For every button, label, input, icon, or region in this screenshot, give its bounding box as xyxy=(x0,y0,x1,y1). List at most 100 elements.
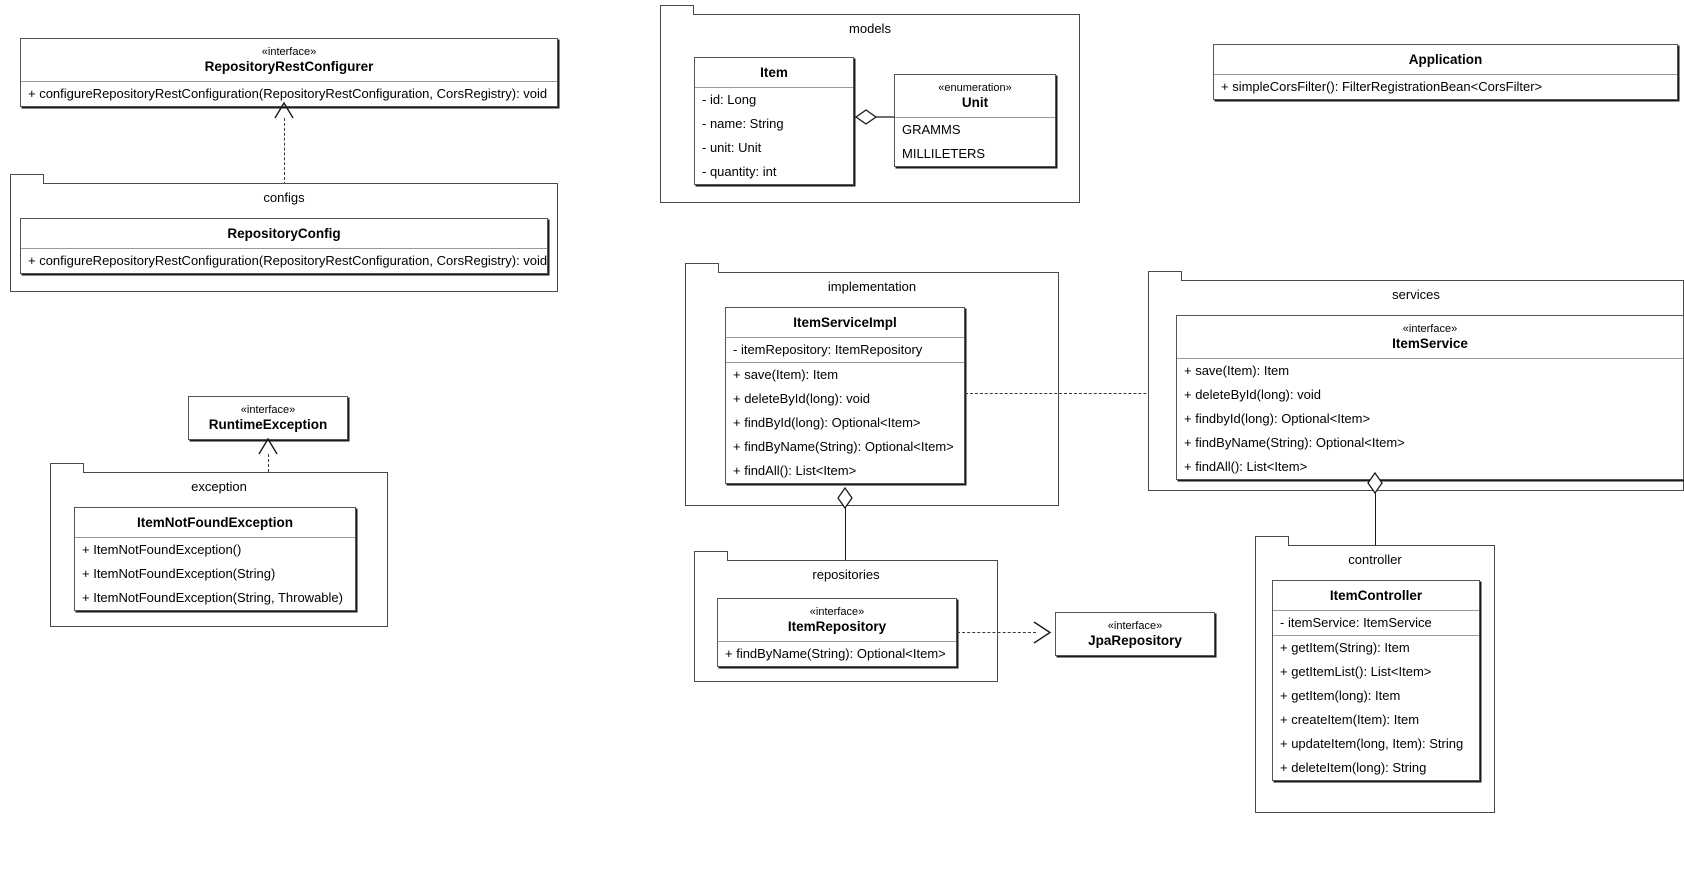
class-header: «interface» RepositoryRestConfigurer xyxy=(21,39,557,82)
realization-arrowhead-repositoryrestconfigurer xyxy=(274,101,294,119)
method-row: + findbyId(long): Optional<Item> xyxy=(1184,411,1371,426)
class-name: Unit xyxy=(961,95,989,110)
class-name: ItemNotFoundException xyxy=(137,515,293,530)
class-name: ItemService xyxy=(1392,336,1468,351)
attribute-row: - id: Long xyxy=(702,92,757,107)
method-row: + deleteItem(long): String xyxy=(1280,760,1427,775)
class-header: Item xyxy=(695,58,853,88)
class-unit-enumeration[interactable]: «enumeration» Unit GRAMMS MILLILETERS xyxy=(894,74,1056,167)
realization-arrowhead-runtimeexception xyxy=(258,437,278,455)
method-row: + save(Item): Item xyxy=(733,367,839,382)
method-row: + deleteById(long): void xyxy=(1184,387,1321,402)
realization-line-itemserviceimpl-itemservice xyxy=(965,393,1176,394)
method-compartment: + save(Item): Item + deleteById(long): v… xyxy=(726,363,964,483)
method-row: + findByName(String): Optional<Item> xyxy=(733,439,954,454)
method-row: + simpleCorsFilter(): FilterRegistration… xyxy=(1221,79,1543,94)
method-row: + findByName(String): Optional<Item> xyxy=(1184,435,1405,450)
enum-literal-row: GRAMMS xyxy=(902,122,961,137)
class-name: Item xyxy=(760,65,788,80)
package-title: repositories xyxy=(812,567,880,582)
class-application[interactable]: Application + simpleCorsFilter(): Filter… xyxy=(1213,44,1678,100)
class-name: Application xyxy=(1408,52,1483,67)
class-repository-config[interactable]: RepositoryConfig + configureRepositoryRe… xyxy=(20,218,548,274)
method-row: + configureRepositoryRestConfiguration(R… xyxy=(28,253,548,268)
package-tab-icon xyxy=(10,174,44,184)
package-title: models xyxy=(849,21,891,36)
method-row: + createItem(Item): Item xyxy=(1280,712,1420,727)
class-name: RepositoryRestConfigurer xyxy=(204,59,374,74)
class-header: ItemNotFoundException xyxy=(75,508,355,538)
attribute-compartment: - itemService: ItemService xyxy=(1273,611,1479,636)
package-title: controller xyxy=(1348,552,1402,567)
attribute-row: - itemRepository: ItemRepository xyxy=(733,342,923,357)
class-header: «enumeration» Unit xyxy=(895,75,1055,118)
class-header: «interface» RuntimeException xyxy=(189,397,347,439)
class-name: ItemController xyxy=(1329,588,1423,603)
class-item-repository[interactable]: «interface» ItemRepository + findByName(… xyxy=(717,598,957,667)
class-item-service-impl[interactable]: ItemServiceImpl - itemRepository: ItemRe… xyxy=(725,307,965,484)
package-tab-icon xyxy=(1148,271,1182,281)
package-tab-icon xyxy=(50,463,84,473)
package-title: exception xyxy=(191,479,247,494)
class-item-controller[interactable]: ItemController - itemService: ItemServic… xyxy=(1272,580,1480,781)
method-row: + getItemList(): List<Item> xyxy=(1280,664,1432,679)
attribute-row: - quantity: int xyxy=(702,164,777,179)
method-row: + updateItem(long, Item): String xyxy=(1280,736,1464,751)
method-row: + findAll(): List<Item> xyxy=(1184,459,1308,474)
method-row: + ItemNotFoundException(String) xyxy=(82,566,276,581)
stereotype-label: «interface» xyxy=(809,606,865,618)
package-tab-icon xyxy=(1255,536,1289,546)
stereotype-label: «interface» xyxy=(1107,620,1163,632)
package-tab-icon xyxy=(685,263,719,273)
class-header: RepositoryConfig xyxy=(21,219,547,249)
class-item-not-found-exception[interactable]: ItemNotFoundException + ItemNotFoundExce… xyxy=(74,507,356,611)
package-tab-icon xyxy=(660,5,694,15)
class-header: Application xyxy=(1214,45,1677,75)
class-jpa-repository[interactable]: «interface» JpaRepository xyxy=(1055,612,1215,656)
aggregation-line-itemcontroller xyxy=(1375,493,1376,580)
method-row: + save(Item): Item xyxy=(1184,363,1290,378)
method-row: + ItemNotFoundException() xyxy=(82,542,242,557)
class-repository-rest-configurer[interactable]: «interface» RepositoryRestConfigurer + c… xyxy=(20,38,558,107)
realization-line-itemrepository-jparepository xyxy=(957,632,1036,633)
stereotype-label: «interface» xyxy=(261,46,317,58)
aggregation-line-itemrepository xyxy=(845,508,846,608)
attribute-row: - name: String xyxy=(702,116,784,131)
realization-arrowhead-jparepository xyxy=(1033,621,1052,644)
method-row: + ItemNotFoundException(String, Throwabl… xyxy=(82,590,343,605)
method-row: + getItem(String): Item xyxy=(1280,640,1410,655)
class-name: ItemRepository xyxy=(787,619,887,634)
aggregation-diamond-item-unit xyxy=(854,107,894,127)
stereotype-label: «interface» xyxy=(240,404,296,416)
method-row: + findByName(String): Optional<Item> xyxy=(725,646,946,661)
method-row: + configureRepositoryRestConfiguration(R… xyxy=(28,86,548,101)
class-header: ItemController xyxy=(1273,581,1479,611)
class-runtime-exception[interactable]: «interface» RuntimeException xyxy=(188,396,348,440)
class-item[interactable]: Item - id: Long - name: String - unit: U… xyxy=(694,57,854,185)
stereotype-label: «enumeration» xyxy=(938,82,1012,94)
method-compartment: + save(Item): Item + deleteById(long): v… xyxy=(1177,359,1683,479)
class-header: «interface» JpaRepository xyxy=(1056,613,1214,655)
package-title: configs xyxy=(263,190,305,205)
attribute-compartment: - id: Long - name: String - unit: Unit -… xyxy=(695,88,853,184)
method-row: + deleteById(long): void xyxy=(733,391,870,406)
method-compartment: + getItem(String): Item + getItemList():… xyxy=(1273,636,1479,780)
package-title: services xyxy=(1392,287,1440,302)
package-tab-icon xyxy=(694,551,728,561)
attribute-compartment: - itemRepository: ItemRepository xyxy=(726,338,964,363)
attribute-row: - itemService: ItemService xyxy=(1280,615,1432,630)
literal-compartment: GRAMMS MILLILETERS xyxy=(895,118,1055,166)
class-name: JpaRepository xyxy=(1088,633,1182,648)
enum-literal-row: MILLILETERS xyxy=(902,146,986,161)
method-row: + findById(long): Optional<Item> xyxy=(733,415,921,430)
method-row: + findAll(): List<Item> xyxy=(733,463,857,478)
class-item-service[interactable]: «interface» ItemService + save(Item): It… xyxy=(1176,315,1684,480)
attribute-row: - unit: Unit xyxy=(702,140,762,155)
class-header: «interface» ItemRepository xyxy=(718,599,956,642)
realization-line-repositoryconfig xyxy=(284,118,285,234)
package-title: implementation xyxy=(827,279,917,294)
method-compartment: + findByName(String): Optional<Item> xyxy=(718,642,956,666)
method-compartment: + simpleCorsFilter(): FilterRegistration… xyxy=(1214,75,1677,99)
method-row: + getItem(long): Item xyxy=(1280,688,1401,703)
